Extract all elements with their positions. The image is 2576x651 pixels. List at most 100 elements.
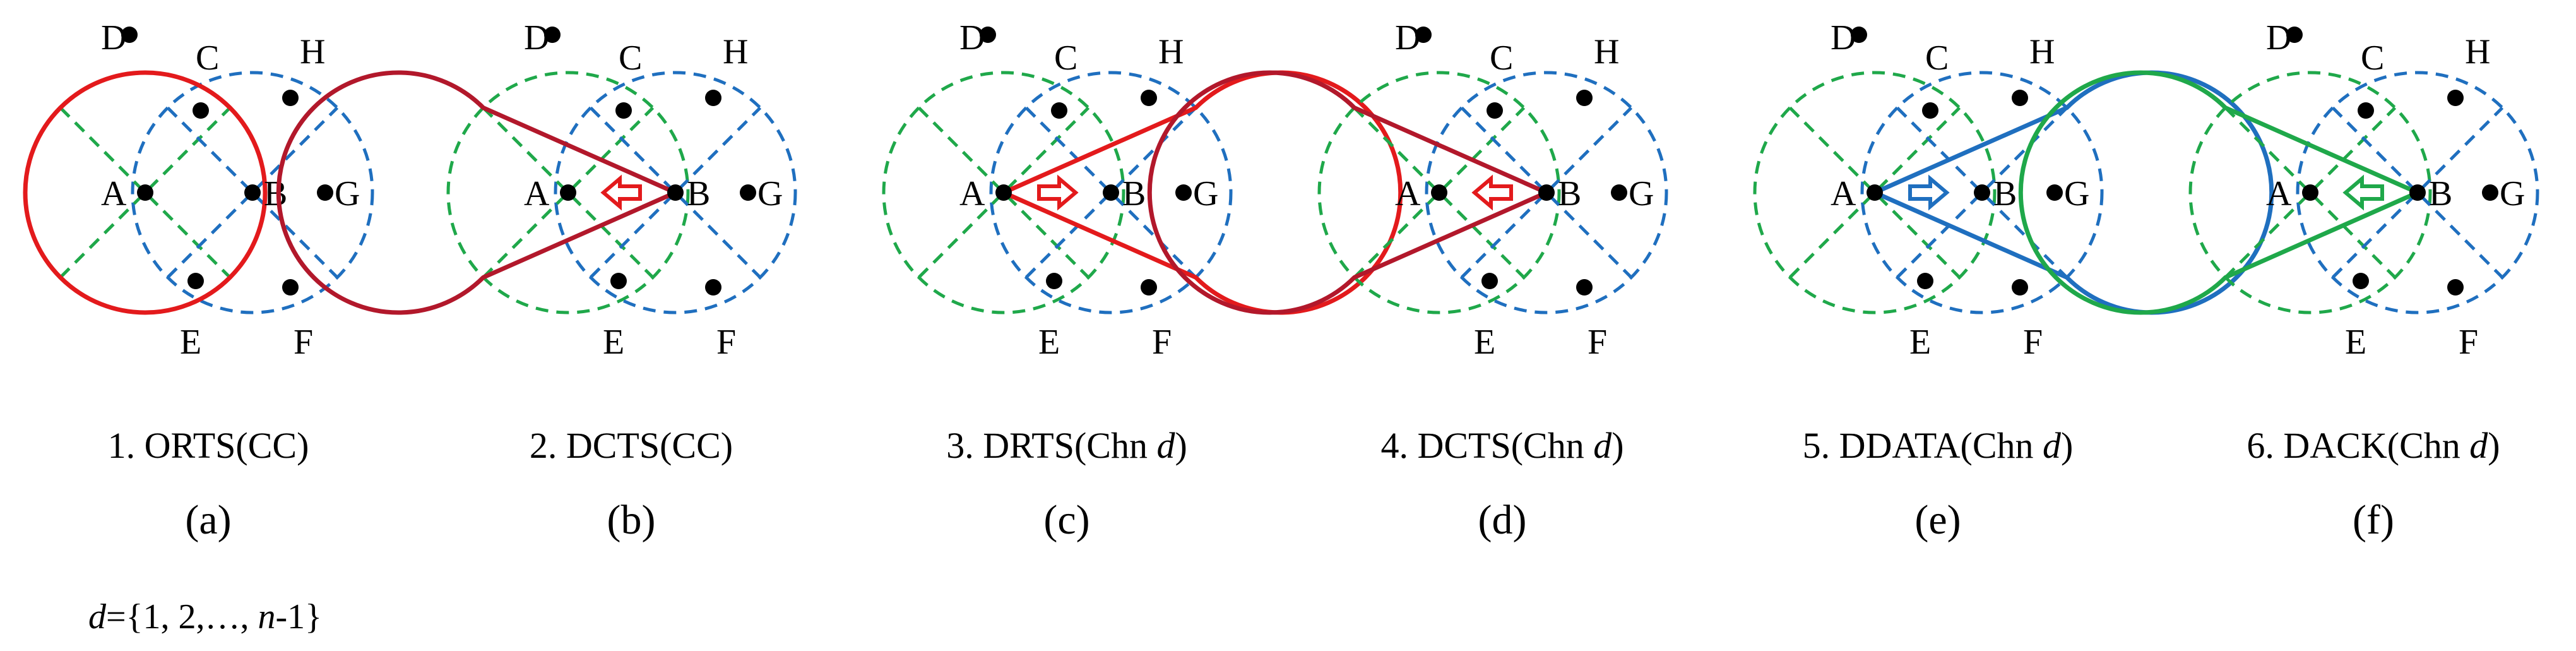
beam-A: [482, 106, 655, 279]
node-A-label: A: [959, 174, 985, 213]
node-E-label: E: [1909, 323, 1931, 362]
node-C-label: C: [196, 39, 219, 78]
node-F-label: F: [716, 323, 736, 362]
node-A-label: A: [1395, 174, 1421, 213]
beam-B: [166, 106, 339, 279]
node-B-dot: [667, 184, 684, 201]
range-circle-B: [2296, 71, 2539, 314]
node-E-label: E: [1474, 323, 1495, 362]
node-B-label: B: [1122, 174, 1146, 213]
node-E-dot: [2353, 273, 2369, 289]
node-B-label: B: [687, 174, 710, 213]
node-B-label: B: [264, 174, 287, 213]
node-F-dot: [1576, 279, 1593, 296]
node-B-label: B: [1993, 174, 2017, 213]
arrow-right-icon: [1037, 174, 1079, 211]
node-A-label: A: [1831, 174, 1856, 213]
panel-letter: (b): [607, 497, 656, 543]
directional-beam-from-B: [2018, 70, 2420, 315]
beam-A: [1353, 106, 1526, 279]
node-C-dot: [1051, 102, 1067, 119]
beam-B: [166, 106, 339, 279]
node-H-dot: [705, 90, 721, 106]
directional-beam-from-B: [1147, 70, 1549, 315]
step-caption: 2. DCTS(CC): [530, 425, 733, 466]
node-C-label: C: [1490, 39, 1513, 78]
beam-B: [1460, 106, 1633, 279]
beam-B: [2331, 106, 2504, 279]
node-G-dot: [740, 184, 756, 201]
beam-A: [917, 106, 1090, 279]
node-G-dot: [317, 184, 333, 201]
node-F-dot: [2447, 279, 2464, 296]
node-E-label: E: [603, 323, 624, 362]
beam-B: [1896, 106, 2069, 279]
node-C-dot: [193, 102, 209, 119]
range-circle-B: [131, 71, 374, 314]
node-G-label: G: [2064, 174, 2089, 213]
node-E-label: E: [2345, 323, 2366, 362]
node-F-label: F: [294, 323, 313, 362]
range-circle-B: [1860, 71, 2104, 314]
node-H-label: H: [2465, 32, 2490, 71]
node-C-label: C: [619, 39, 642, 78]
node-A-label: A: [101, 174, 127, 213]
beam-B: [1460, 106, 1633, 279]
node-H-label: H: [1594, 32, 1619, 71]
node-B-label: B: [1558, 174, 1581, 213]
beam-B: [589, 106, 762, 279]
step-caption: 6. DACK(Chn d): [2247, 425, 2500, 466]
node-A-dot: [137, 184, 153, 201]
range-circle-B: [554, 71, 797, 314]
node-H-dot: [1141, 90, 1157, 106]
node-C-label: C: [2361, 39, 2384, 78]
node-F-label: F: [1152, 323, 1172, 362]
node-D-label: D: [2266, 18, 2291, 57]
node-A-dot: [995, 184, 1012, 201]
panels-group: D C H A B G E F 1. ORTS(CC) (a) D C H A B G E F 2. DCTS(CC…: [23, 18, 2539, 543]
node-F-dot: [705, 279, 721, 296]
node-G-dot: [2046, 184, 2063, 201]
node-D-label: D: [524, 18, 549, 57]
node-B-label: B: [2429, 174, 2452, 213]
node-B-dot: [244, 184, 261, 201]
node-H-dot: [2447, 90, 2464, 106]
beam-A: [482, 106, 655, 279]
arrow-right-icon: [1908, 174, 1950, 211]
node-G-label: G: [1629, 174, 1654, 213]
node-D-label: D: [1831, 18, 1856, 57]
arrow-left-icon: [2342, 174, 2384, 211]
beam-A: [1788, 106, 1961, 279]
step-caption: 1. ORTS(CC): [108, 425, 309, 466]
node-A-dot: [560, 184, 576, 201]
range-circle-A: [2188, 71, 2432, 314]
node-F-dot: [2012, 279, 2028, 296]
beam-A: [1353, 106, 1526, 279]
node-D-dot: [544, 27, 561, 43]
node-C-label: C: [1925, 39, 1949, 78]
node-E-dot: [1917, 273, 1933, 289]
beam-A: [2224, 106, 2397, 279]
node-A-label: A: [2266, 174, 2292, 213]
node-A-dot: [1867, 184, 1883, 201]
node-H-dot: [1576, 90, 1593, 106]
arrow-left-icon: [1471, 174, 1513, 211]
node-D-label: D: [959, 18, 985, 57]
beam-B: [2331, 106, 2504, 279]
beam-B: [1896, 106, 2069, 279]
panel-letter: (a): [185, 497, 231, 543]
beam-A: [2224, 106, 2397, 279]
node-H-label: H: [1158, 32, 1184, 71]
beam-A: [59, 106, 232, 279]
node-G-dot: [2482, 184, 2498, 201]
node-G-label: G: [2500, 174, 2525, 213]
node-A-dot: [2302, 184, 2318, 201]
node-F-label: F: [2023, 323, 2043, 362]
channel-set-footnote: d={1, 2,…, n-1}: [88, 597, 322, 636]
node-D-label: D: [101, 18, 126, 57]
